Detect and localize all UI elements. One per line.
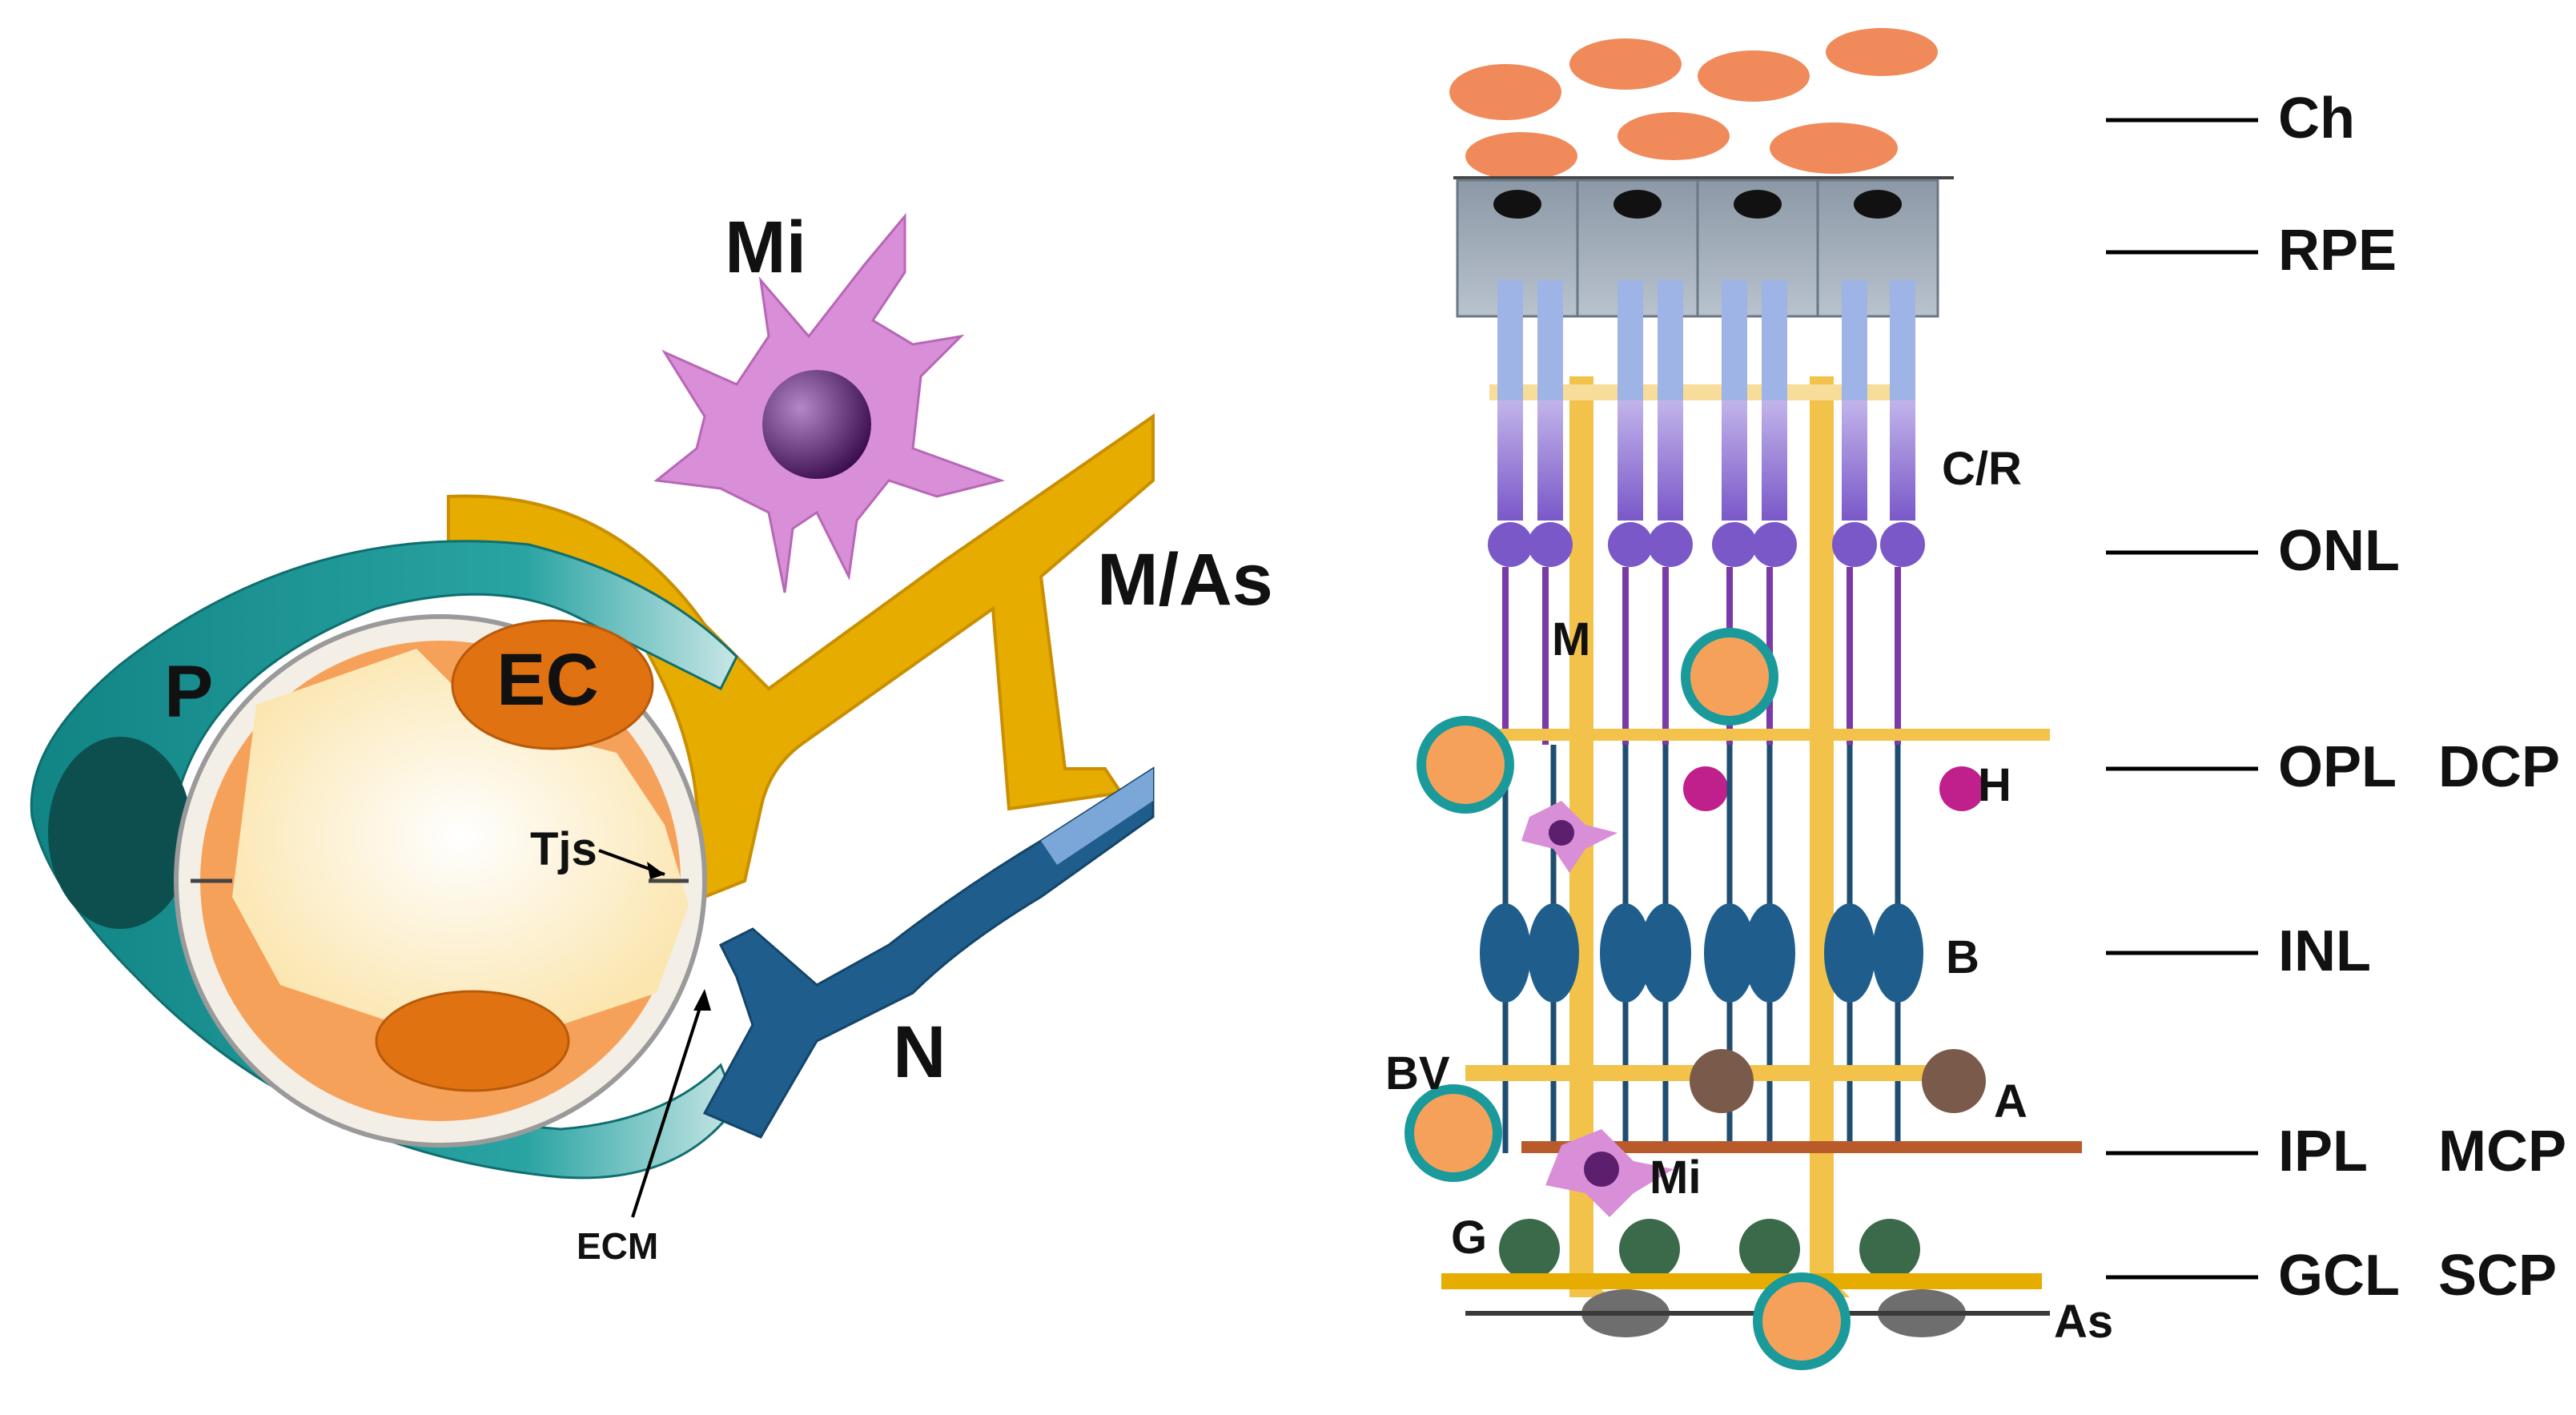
- layer-label-rpe: RPE: [2278, 219, 2397, 283]
- label-astrocyte: As: [2054, 1296, 2113, 1348]
- label-muller-astrocyte: M/As: [1097, 539, 1273, 621]
- label-cones-rods: C/R: [1942, 443, 2022, 495]
- label-muller: M: [1552, 613, 1590, 665]
- pericyte: [30, 540, 738, 1180]
- endothelial-cell-bottom: [375, 990, 570, 1092]
- amacrine-cells: [1690, 1049, 1986, 1113]
- choroid-cells: [1449, 28, 1938, 180]
- label-ganglion: G: [1451, 1212, 1487, 1264]
- label-extracellular-matrix: ECM: [577, 1225, 658, 1267]
- bipolar-cells: [1480, 745, 1923, 1153]
- ganglion-cells: [1499, 1219, 1920, 1280]
- plexus-label-scp: SCP: [2438, 1244, 2557, 1308]
- label-microglia-retina: Mi: [1650, 1152, 1701, 1204]
- amacrine-plexus: [1521, 1141, 2082, 1153]
- label-neuron: N: [893, 1011, 946, 1093]
- horizontal-cells: [1683, 766, 1984, 811]
- opl-band: [1473, 729, 2050, 741]
- left-panel: Mi M/As P EC Tjs N ECM: [30, 207, 1273, 1267]
- neuron-process: [702, 766, 1155, 1139]
- retina-microglia: [1521, 801, 1674, 1217]
- label-tight-junctions: Tjs: [530, 823, 597, 875]
- layer-label-gcl: GCL: [2278, 1244, 2400, 1308]
- plexus-label-mcp: MCP: [2438, 1120, 2566, 1184]
- label-microglia: Mi: [725, 207, 806, 288]
- plexus-label-dcp: DCP: [2438, 735, 2560, 799]
- microglia-cell: [653, 212, 1006, 593]
- label-horizontal: H: [1978, 759, 2011, 811]
- microglia-nucleus: [762, 370, 871, 479]
- photoreceptors: [1488, 280, 1925, 745]
- label-endothelial-cell: EC: [496, 639, 599, 721]
- layer-label-onl: ONL: [2278, 519, 2400, 583]
- capillary: [174, 614, 707, 1148]
- endothelial-cell-top: [451, 619, 654, 750]
- pericyte-nucleus: [48, 737, 192, 929]
- layer-label-ipl: IPL: [2278, 1120, 2368, 1184]
- blood-vessels: [1405, 628, 1851, 1370]
- extracellular-matrix-arrow: [631, 992, 706, 1218]
- label-blood-vessel: BV: [1385, 1047, 1450, 1099]
- label-bipolar: B: [1946, 931, 1979, 983]
- layer-label-inl: INL: [2278, 919, 2371, 983]
- label-pericyte: P: [164, 651, 213, 733]
- label-amacrine: A: [1994, 1075, 2027, 1128]
- layer-label-ch: Ch: [2278, 86, 2355, 151]
- layer-label-opl: OPL: [2278, 735, 2397, 799]
- gcl-glia-band: [1441, 1273, 2042, 1289]
